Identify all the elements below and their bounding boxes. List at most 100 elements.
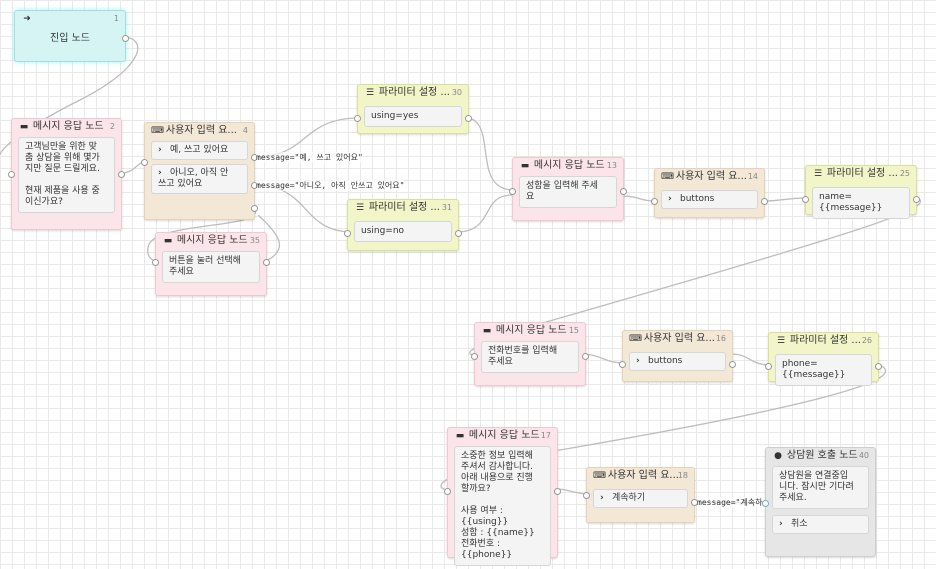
option-button[interactable]: ›buttons — [661, 190, 758, 209]
message-node-13[interactable]: ▬ 메시지 응답 노드 13 성함을 입력해 주세 요 — [509, 157, 627, 221]
output-port[interactable] — [729, 361, 736, 368]
speech-bubble-icon: ▬ — [482, 326, 492, 336]
chevron-right-icon: › — [668, 194, 672, 204]
user-input-node-18[interactable]: ⌨ 사용자 입력 요... 18 ›계속하기 — [583, 467, 698, 523]
user-input-node-16[interactable]: ⌨ 사용자 입력 요... 16 ›buttons — [619, 330, 736, 382]
node-title: 파라미터 설정 ... — [789, 335, 861, 346]
message-text: 버튼을 눌러 선택해 주세요 — [162, 251, 260, 283]
wire — [462, 116, 513, 191]
keyboard-icon: ⌨ — [661, 172, 674, 182]
cancel-button[interactable]: ›취소 — [772, 515, 869, 534]
output-port[interactable] — [620, 188, 627, 195]
node-title: 메시지 응답 노드 — [176, 235, 248, 246]
input-port[interactable] — [765, 363, 772, 370]
node-title: 진입 노드 — [50, 33, 90, 44]
node-title: 사용자 입력 요... — [165, 125, 237, 136]
parameter-node-26[interactable]: ☰ 파라미터 설정 ... 26 phone={{message}} — [765, 332, 882, 386]
node-title: 파라미터 설정 ... — [826, 168, 898, 179]
node-number: 30 — [451, 88, 462, 97]
message-node-17[interactable]: ▬ 메시지 응답 노드 17 소중한 정보 입력해 주셔서 감사합니다. 아래 … — [444, 427, 561, 566]
chevron-right-icon: › — [158, 168, 162, 178]
message-node-35[interactable]: ▬ 메시지 응답 노드 35 버튼을 눌러 선택해 주세요 — [152, 232, 270, 296]
message-text: 전화번호를 입력해 주세요 — [481, 341, 579, 373]
output-port-fallback[interactable] — [251, 205, 258, 212]
chevron-right-icon: › — [636, 356, 640, 366]
wire — [455, 194, 513, 233]
speech-bubble-icon: ▬ — [455, 431, 465, 441]
output-port[interactable] — [761, 198, 768, 205]
output-port[interactable] — [913, 196, 920, 203]
parameter-node-30[interactable]: ☰ 파라미터 설정 ... 30 using=yes — [354, 84, 472, 134]
node-title: 메시지 응답 노드 — [495, 325, 567, 336]
parameter-text: using=yes — [364, 106, 462, 127]
speech-bubble-icon: ▬ — [163, 236, 173, 246]
option-button[interactable]: ›buttons — [629, 352, 726, 371]
output-port[interactable] — [465, 115, 472, 122]
input-port[interactable] — [583, 492, 590, 499]
node-number: 40 — [858, 451, 869, 460]
node-title: 파라미터 설정 ... — [378, 87, 450, 98]
speech-bubble-icon: ▬ — [520, 161, 530, 171]
parameter-text: name={{message}} — [812, 187, 910, 219]
message-node-2[interactable]: ▬ 메시지 응답 노드 2 고객님만을 위한 맞 춤 상담을 위해 몇가 지만 … — [8, 118, 125, 230]
parameter-node-25[interactable]: ☰ 파라미터 설정 ... 25 name={{message}} — [802, 165, 920, 219]
input-port[interactable] — [354, 115, 361, 122]
output-port[interactable] — [118, 171, 125, 178]
input-port[interactable] — [651, 198, 658, 205]
edge-label-continue: message="계속하 — [697, 497, 763, 508]
input-port[interactable] — [8, 171, 15, 178]
output-port[interactable] — [875, 363, 882, 370]
message-text: 소중한 정보 입력해 주셔서 감사합니다. 아래 내용으로 진행 할까요? 사용… — [454, 446, 551, 566]
node-number: 26 — [861, 336, 872, 345]
wire — [730, 353, 771, 366]
node-title: 상담원 호출 노드 — [786, 450, 858, 461]
output-port[interactable] — [263, 259, 270, 266]
input-port[interactable] — [509, 188, 516, 195]
node-number: 17 — [540, 431, 551, 440]
node-number: 31 — [441, 203, 452, 212]
user-input-node-14[interactable]: ⌨ 사용자 입력 요... 14 ›buttons — [651, 168, 768, 218]
node-title: 사용자 입력 요... — [643, 333, 715, 344]
parameter-text: phone={{message}} — [775, 354, 872, 386]
chevron-right-icon: › — [158, 145, 162, 155]
message-text: 고객님만을 위한 맞 춤 상담을 위해 몇가 지만 질문 드릴게요. 현재 제품… — [18, 137, 115, 213]
chevron-right-icon: › — [779, 519, 783, 529]
agent-call-node-40[interactable]: ● 상담원 호출 노드 40 상담원을 연결중입 니다. 잠시만 기다려 주세요… — [762, 447, 876, 557]
sign-in-icon: ➜ — [23, 14, 31, 24]
output-port[interactable] — [554, 488, 561, 495]
edge-label-no: message="아니오, 아직 안쓰고 있어요" — [256, 180, 405, 191]
chevron-right-icon: › — [600, 493, 604, 503]
list-icon: ☰ — [365, 88, 375, 98]
option-button-yes[interactable]: ›예, 쓰고 있어요 — [151, 141, 248, 160]
output-port[interactable] — [122, 35, 129, 42]
input-port[interactable] — [619, 361, 626, 368]
input-port[interactable] — [471, 353, 478, 360]
keyboard-icon: ⌨ — [593, 471, 606, 481]
node-number: 14 — [747, 172, 758, 181]
input-port[interactable] — [344, 230, 351, 237]
message-node-15[interactable]: ▬ 메시지 응답 노드 15 전화번호를 입력해 주세요 — [471, 322, 589, 386]
node-title: 메시지 응답 노드 — [32, 121, 104, 132]
option-button-no[interactable]: ›아니오, 아직 안 쓰고 있어요 — [151, 164, 248, 194]
option-button-continue[interactable]: ›계속하기 — [593, 489, 688, 508]
node-title: 사용자 입력 요... — [675, 171, 747, 182]
node-number: 18 — [677, 471, 688, 480]
node-number: 2 — [109, 122, 115, 131]
node-number: 1 — [113, 14, 119, 23]
edge-label-yes: message="예, 쓰고 있어요" — [256, 152, 363, 163]
input-port[interactable] — [152, 259, 159, 266]
node-number: 35 — [249, 236, 260, 245]
list-icon: ☰ — [776, 336, 786, 346]
input-port[interactable] — [141, 159, 148, 166]
output-port[interactable] — [455, 230, 462, 237]
input-port[interactable] — [444, 488, 451, 495]
input-port[interactable] — [762, 500, 769, 507]
output-port[interactable] — [582, 353, 589, 360]
input-port[interactable] — [802, 196, 809, 203]
node-title: 사용자 입력 요... — [607, 470, 679, 481]
entry-node[interactable]: ➜ 1 진입 노드 — [14, 10, 129, 62]
parameter-text: using=no — [354, 221, 452, 242]
parameter-node-31[interactable]: ☰ 파라미터 설정 ... 31 using=no — [344, 199, 462, 251]
list-icon: ☰ — [355, 203, 365, 213]
user-input-node-4[interactable]: ⌨ 사용자 입력 요... 4 ›예, 쓰고 있어요 ›아니오, 아직 안 쓰고… — [141, 122, 258, 220]
